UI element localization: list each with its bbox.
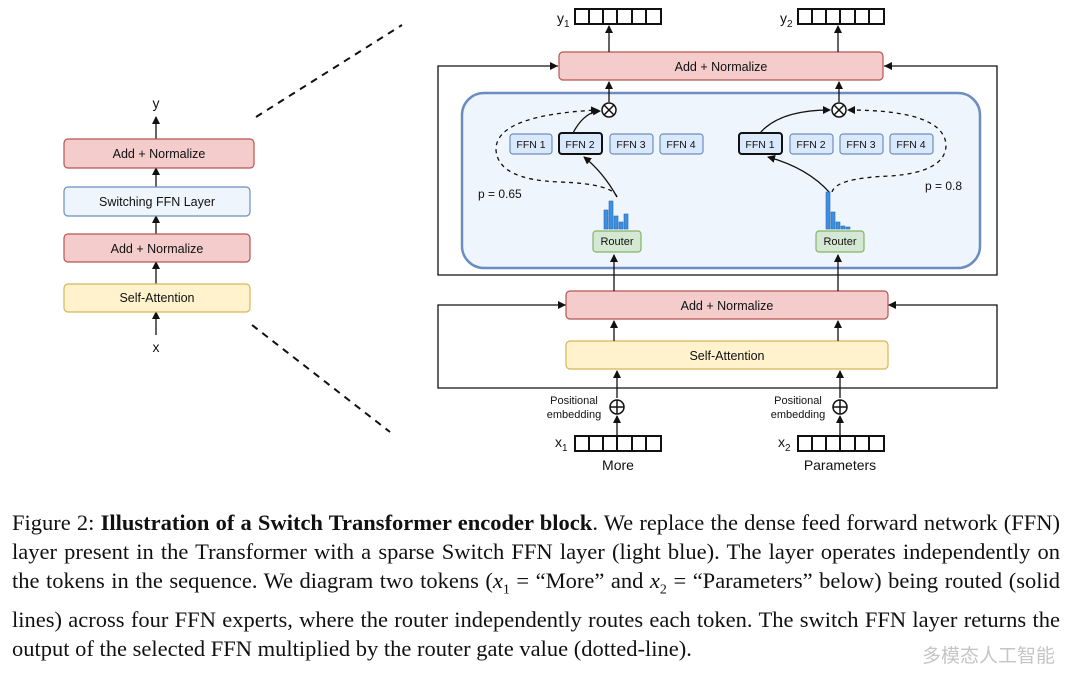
- figure-caption: Figure 2: Illustration of a Switch Trans…: [12, 508, 1060, 663]
- token1-router-histogram: [603, 200, 629, 230]
- zoom-line-bottom: [251, 324, 391, 433]
- right-encoder-block: Add + Normalize Add + Normalize Self-Att…: [437, 8, 998, 473]
- token2-ffn-3-label: FFN 3: [846, 139, 875, 151]
- right-add-normalize-top-label: Add + Normalize: [675, 60, 768, 74]
- token2-ffn-2: [789, 133, 834, 155]
- left-input-x: x: [153, 339, 160, 355]
- caption-text-1: . We replace the dense feed forward netw…: [12, 510, 1061, 593]
- token1-prob: p = 0.65: [478, 187, 522, 201]
- caption-prefix: Figure 2:: [12, 510, 101, 535]
- left-encoder-block: Add + Normalize Switching FFN Layer Add …: [63, 95, 255, 355]
- caption-x1-sub: 1: [502, 582, 510, 598]
- token2-column: y2 FFN 1 FFN 2 FFN 3 FF: [738, 8, 962, 473]
- token2-prob: p = 0.8: [925, 179, 962, 193]
- token1-positional-line2: embedding: [547, 409, 601, 421]
- token1-output-y: y1: [557, 10, 570, 30]
- right-add-normalize-top: [558, 51, 884, 81]
- token2-ffn-3: [839, 133, 884, 155]
- right-add-normalize-mid: [565, 290, 889, 320]
- caption-x1: x: [492, 568, 503, 593]
- token2-multiply-icon: [831, 102, 847, 118]
- token1-output-vector: [574, 8, 662, 25]
- token1-ffn-1: [509, 133, 553, 155]
- left-self-attention-label: Self-Attention: [119, 291, 194, 305]
- token2-router-histogram: [825, 191, 851, 230]
- right-self-attention-label: Self-Attention: [689, 349, 764, 363]
- token1-plus-icon: [609, 399, 625, 415]
- token2-positional-line2: embedding: [771, 409, 825, 421]
- token1-ffn-2-selected: [558, 132, 603, 155]
- token2-ffn-2-label: FFN 2: [796, 139, 825, 151]
- token2-router-label: Router: [823, 236, 856, 248]
- token2-ffn-4-label: FFN 4: [896, 139, 925, 151]
- token2-router: [815, 230, 865, 253]
- caption-title: Illustration of a Switch Transformer enc…: [100, 510, 593, 535]
- right-add-normalize-mid-label: Add + Normalize: [681, 299, 774, 313]
- token2-ffn-1-label: FFN 1: [745, 139, 774, 151]
- token1-ffn-4: [659, 133, 704, 155]
- token2-positional-line1: Positional: [774, 395, 822, 407]
- residual-loop-lower: [437, 304, 998, 389]
- token2-output-y: y2: [780, 10, 793, 30]
- caption-eq-1: = “More” and: [509, 568, 650, 593]
- left-switching-ffn-label: Switching FFN Layer: [99, 195, 215, 209]
- zoom-line-top: [255, 24, 403, 118]
- left-self-attention: [63, 283, 251, 313]
- token1-input-vector: [574, 435, 662, 452]
- caption-x2-sub: 2: [659, 582, 667, 598]
- token1-ffn-1-label: FFN 1: [516, 139, 545, 151]
- token1-multiply-icon: [601, 102, 617, 118]
- token2-plus-icon: [832, 399, 848, 415]
- token1-router: [592, 230, 642, 253]
- caption-x2: x: [649, 568, 660, 593]
- token1-ffn-3-label: FFN 3: [616, 139, 645, 151]
- token1-ffn-2-label: FFN 2: [565, 139, 594, 151]
- token2-input-vector: [797, 435, 885, 452]
- token1-ffn-3: [609, 133, 654, 155]
- token2-input-x: x2: [778, 434, 791, 454]
- left-add-normalize-top-label: Add + Normalize: [113, 147, 206, 161]
- token2-ffn-4: [889, 133, 934, 155]
- token1-router-label: Router: [600, 236, 633, 248]
- right-self-attention: [565, 340, 889, 370]
- left-add-normalize-bottom-label: Add + Normalize: [111, 242, 204, 256]
- switch-transformer-diagram: Add + Normalize Switching FFN Layer Add …: [63, 8, 998, 473]
- left-add-normalize-bottom: [63, 233, 251, 263]
- token1-positional-line1: Positional: [550, 395, 598, 407]
- watermark: 多模态人工智能: [921, 645, 1055, 667]
- token1-column: y1 FFN 1 FFN 2 FFN 3: [478, 8, 704, 473]
- left-output-y: y: [153, 95, 160, 111]
- token2-word: Parameters: [804, 457, 876, 473]
- token1-word: More: [602, 457, 634, 473]
- token1-input-x: x1: [555, 434, 568, 454]
- left-switching-ffn-layer: [63, 186, 251, 217]
- left-add-normalize-top: [63, 138, 255, 169]
- residual-loop-upper: [437, 65, 998, 276]
- token1-ffn-4-label: FFN 4: [666, 139, 695, 151]
- caption-eq-2: = “Parameters” below) being routed (soli…: [12, 568, 1060, 661]
- token2-output-vector: [797, 8, 885, 25]
